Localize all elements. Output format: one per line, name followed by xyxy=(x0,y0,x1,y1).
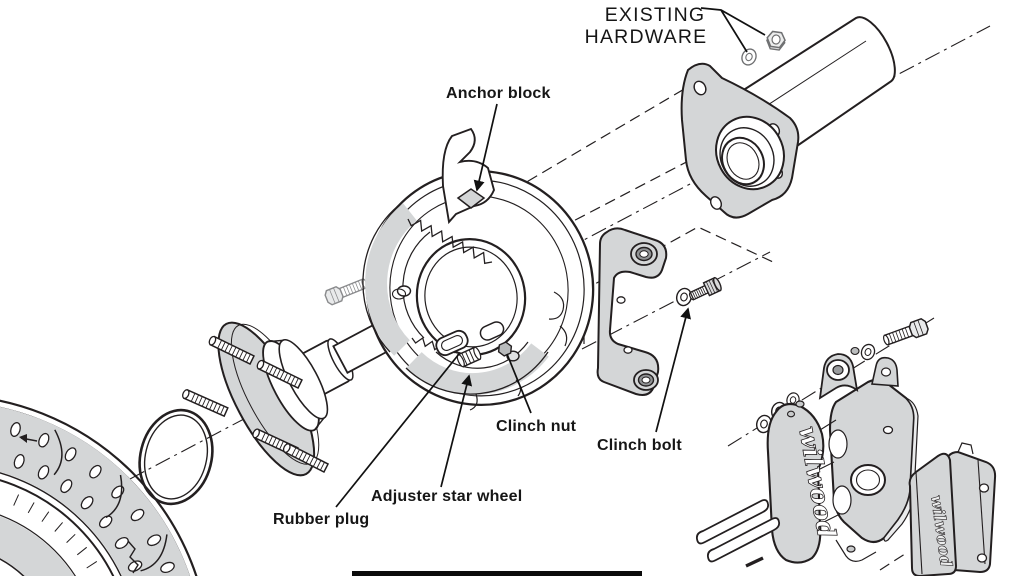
clinch-bolt xyxy=(686,276,724,304)
existing-hardware-label-line2: HARDWARE xyxy=(585,26,708,48)
rotor-drill-holes xyxy=(10,422,175,573)
clinch-nut xyxy=(497,341,513,357)
anchor-block-label: Anchor block xyxy=(446,85,551,102)
bleed-screw xyxy=(846,545,856,553)
anchor-block xyxy=(456,188,486,209)
rotor-break-line xyxy=(127,540,139,574)
rotation-arrow-icon xyxy=(19,434,38,443)
clinch-bolt-label: Clinch bolt xyxy=(597,437,682,454)
bleed-screw xyxy=(795,400,805,408)
caliper-mount-bolt xyxy=(880,317,931,350)
adjuster-star-wheel-label: Adjuster star wheel xyxy=(371,488,522,505)
outer-pad xyxy=(908,452,958,576)
o-ring xyxy=(138,408,214,506)
axle-housing-end xyxy=(680,16,896,219)
brake-rotor xyxy=(0,399,198,576)
clinch-nut-label: Clinch nut xyxy=(496,418,577,435)
caliper-bolt-washer xyxy=(858,341,878,363)
brake-pads: wilwood xyxy=(908,442,997,576)
adjuster-star-wheel xyxy=(456,346,482,368)
callouts: EXISTING HARDWARE Anchor block Clinch nu… xyxy=(273,4,766,528)
caliper-bracket xyxy=(596,227,724,396)
pad-retaining-pins xyxy=(695,499,781,568)
backing-plate-assembly xyxy=(362,127,595,411)
bleed-screw xyxy=(786,410,796,418)
existing-washer xyxy=(738,46,760,68)
rubber-plug-slot xyxy=(435,329,469,357)
existing-nut xyxy=(766,30,786,51)
rubber-plug-label: Rubber plug xyxy=(273,511,369,528)
cropped-border-bar xyxy=(352,571,642,576)
brake-caliper: wilwood xyxy=(754,317,931,564)
existing-hardware-label-line1: EXISTING xyxy=(605,4,706,26)
access-slot xyxy=(479,321,505,341)
